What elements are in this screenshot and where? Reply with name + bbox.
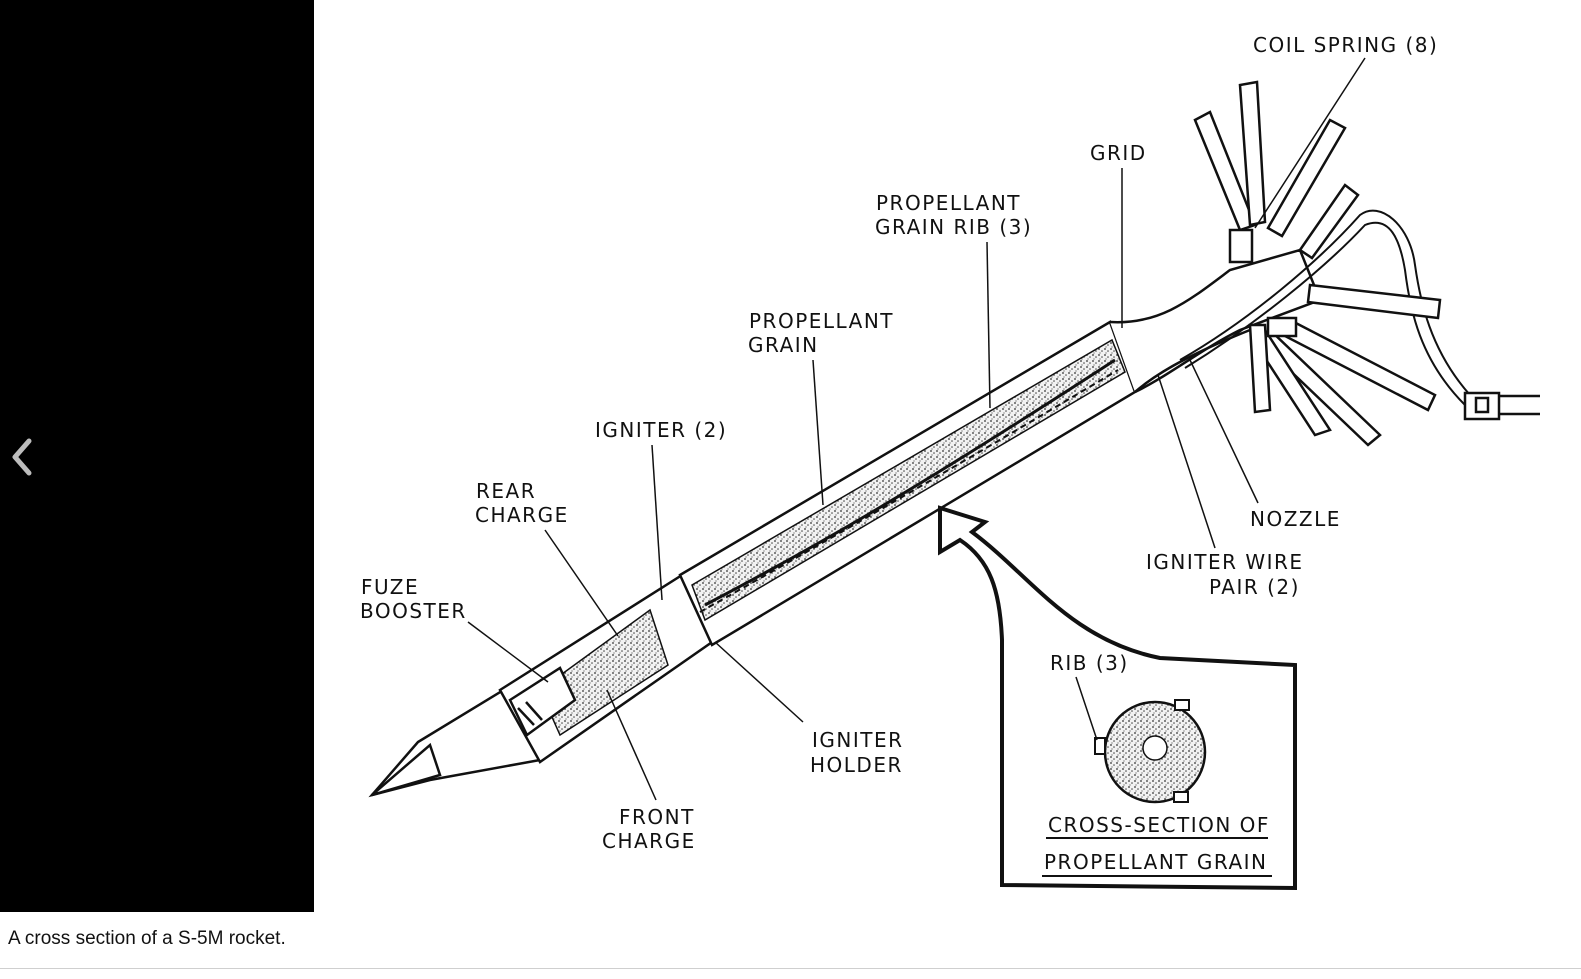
label-igniter-wire-line1: IGNITER WIRE (1146, 550, 1304, 574)
label-propellant-grain-rib-line1: PROPELLANT (876, 191, 1021, 215)
label-propellant-grain-line1: PROPELLANT (749, 309, 894, 333)
cross-section-callout (938, 505, 1297, 891)
caption-divider (0, 968, 1581, 969)
label-propellant-grain-line2: GRAIN (748, 333, 819, 357)
label-nozzle: NOZZLE (1250, 507, 1341, 531)
label-fuze-booster-line2: BOOSTER (360, 599, 467, 623)
label-coil-spring: COIL SPRING (8) (1253, 33, 1438, 57)
viewer-side-panel (0, 0, 314, 912)
label-igniter: IGNITER (2) (595, 418, 727, 442)
label-front-charge-line1: FRONT (619, 805, 695, 829)
label-fuze-booster-line1: FUZE (361, 575, 419, 599)
label-front-charge-line2: CHARGE (602, 829, 696, 853)
label-propellant-grain-rib-line2: GRAIN RIB (3) (875, 215, 1032, 239)
label-igniter-holder-line1: IGNITER (812, 728, 904, 752)
diagram-labels: COIL SPRING (8) GRID PROPELLANT GRAIN RI… (360, 33, 1438, 874)
leader-lines (467, 57, 1366, 801)
rocket-body (368, 80, 1540, 798)
label-rib: RIB (3) (1050, 651, 1129, 675)
image-caption: A cross section of a S-5M rocket. (8, 928, 286, 949)
label-cross-section-line2: PROPELLANT GRAIN (1044, 850, 1267, 874)
previous-image-button[interactable] (0, 425, 44, 489)
rocket-cross-section-diagram: COIL SPRING (8) GRID PROPELLANT GRAIN RI… (360, 33, 1540, 891)
label-rear-charge-line1: REAR (476, 479, 536, 503)
rocket-diagram-image: COIL SPRING (8) GRID PROPELLANT GRAIN RI… (314, 0, 1581, 912)
label-igniter-wire-line2: PAIR (2) (1209, 575, 1300, 599)
chevron-left-icon (12, 438, 32, 476)
label-grid: GRID (1090, 141, 1147, 165)
label-cross-section-line1: CROSS-SECTION OF (1048, 813, 1270, 837)
label-igniter-holder-line2: HOLDER (810, 753, 903, 777)
label-rear-charge-line2: CHARGE (475, 503, 569, 527)
